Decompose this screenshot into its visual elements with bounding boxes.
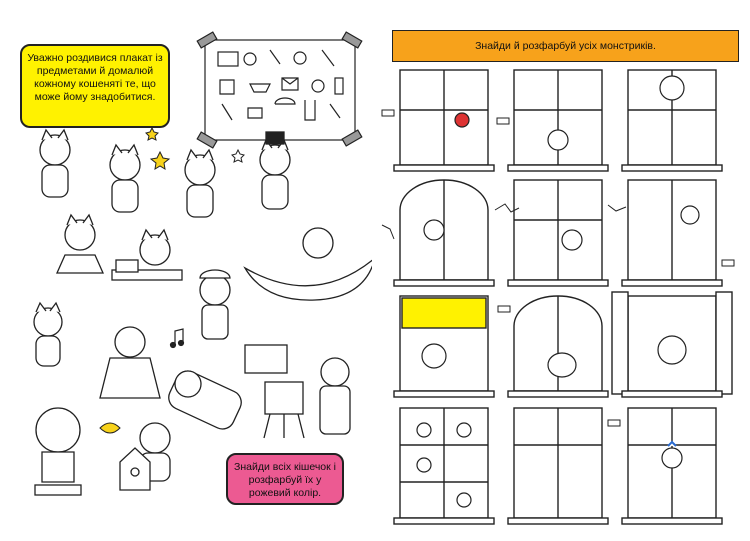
right-page: Знайди й розфарбуй усіх монстриків. [372,0,750,541]
monster-drawing [680,205,700,225]
birdhouse-drawing [119,447,151,491]
window [393,407,495,525]
wall-crack [381,224,395,240]
girl-drawing [661,447,683,469]
monster-drawing [423,219,445,241]
cat-drawing [456,422,472,438]
cat-drawing [39,128,71,198]
left-page: Уважно роздивися плакат із предметами й … [0,0,372,541]
cat-drawing [99,326,161,399]
brick [496,117,510,125]
dog-drawing [547,129,569,151]
bow-icon [667,440,677,447]
dog-drawing [547,352,577,378]
yellow-blind [401,297,487,329]
bird-icon [99,422,121,434]
cat-drawing [319,357,351,435]
intro-instruction-box: Уважно роздивися плакат із предметами й … [20,44,170,128]
cat-drawing [421,343,447,369]
star-icon [145,126,245,170]
brick [381,109,395,117]
brick [721,259,735,267]
cat-drawing [456,492,472,508]
window [507,179,609,287]
monster-drawing [561,229,583,251]
right-page-illustration [381,69,735,525]
cat-drawing [168,370,242,430]
stove-drawing [244,344,288,374]
monster-drawing [657,335,687,365]
cat-drawing [416,457,432,473]
boat-drawing [243,227,372,301]
cat-drawing [659,75,685,101]
items-poster [196,31,363,149]
task-instruction-text: Знайди всіх кішечок і розфарбуй їх у рож… [234,461,336,499]
easel-drawing [263,381,305,439]
window [393,69,495,172]
cat-drawing [109,143,141,213]
music-note-icon [169,328,185,349]
cat-drawing [259,131,291,210]
intro-instruction-text: Уважно роздивися плакат із предметами й … [27,52,163,103]
flower-icon [454,112,470,128]
task-banner: Знайди й розфарбуй усіх монстриків. [392,30,739,62]
cat-drawing [33,301,63,367]
left-page-illustration [33,31,372,496]
cat-drawing [199,269,231,340]
cat-drawing [34,407,82,496]
window [507,407,609,525]
window [621,407,723,525]
arched-window [507,295,609,398]
window [507,69,609,172]
cat-drawing [55,213,105,274]
cat-drawing [111,228,183,281]
brick [607,419,621,427]
wall-crack [494,203,520,213]
task-instruction-box: Знайди всіх кішечок і розфарбуй їх у рож… [226,453,344,505]
cat-drawing [416,422,432,438]
brick [497,305,511,313]
wall-crack [607,204,627,212]
window [621,179,723,287]
window-with-blind [393,295,495,398]
banner-text: Знайди й розфарбуй усіх монстриків. [475,40,656,52]
cat-drawing [184,148,216,218]
